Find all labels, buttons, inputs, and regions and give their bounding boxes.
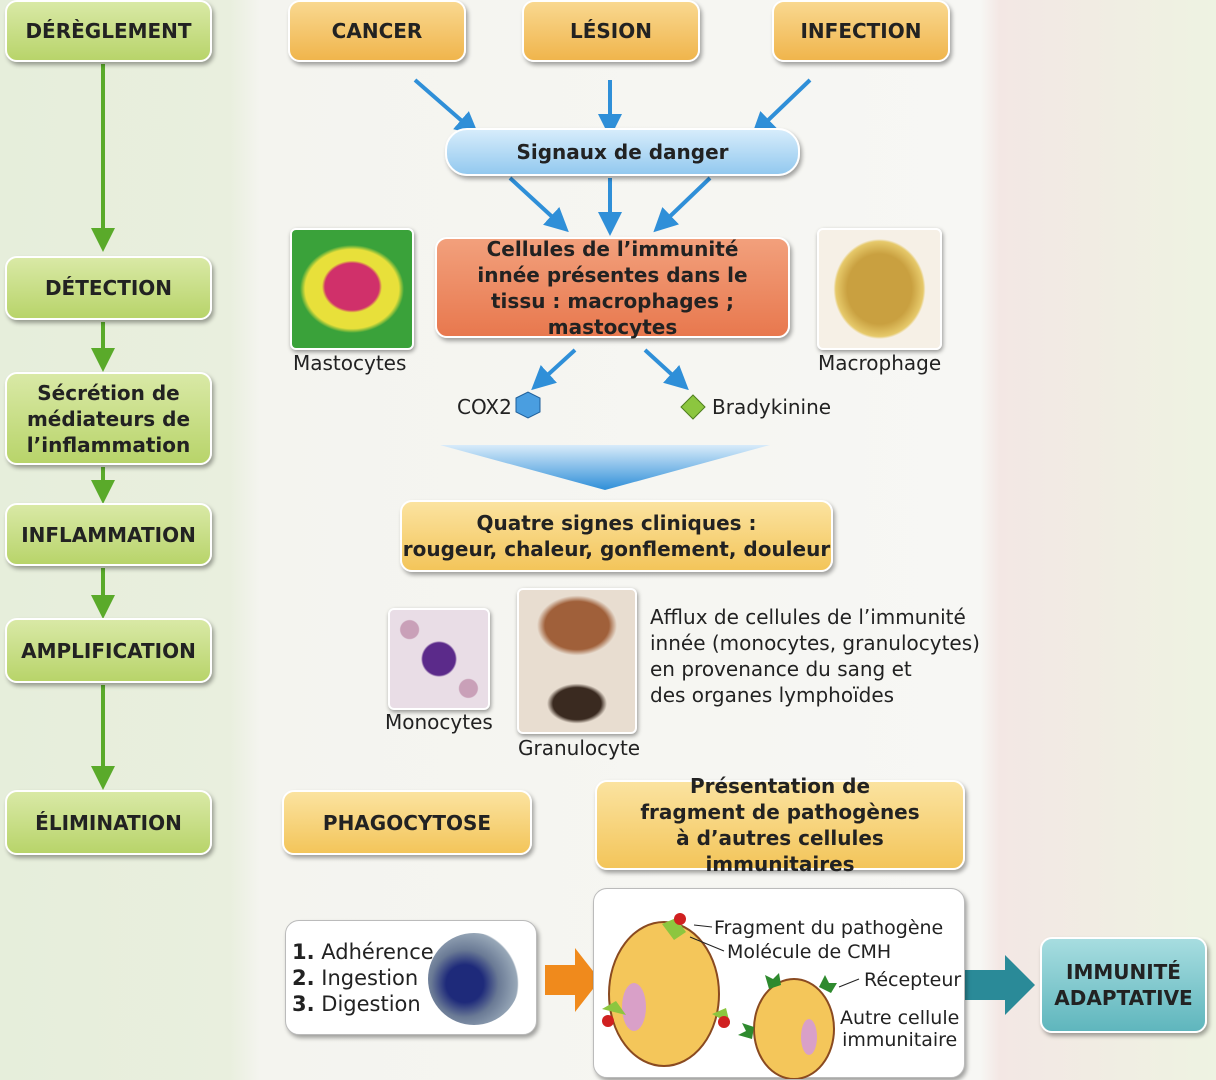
clinical-signs-box: Quatre signes cliniques : rougeur, chale… [400,500,833,572]
afflux-line: Afflux de cellules de l’immunité [650,605,966,629]
monocytes-label: Monocytes [385,710,493,734]
blue-arrow [413,78,480,136]
granulocyte-label: Granulocyte [518,736,641,760]
trigger-lesion: LÉSION [522,0,700,62]
phagocyte-image [428,933,520,1025]
cox2-hexagon-icon [515,391,541,419]
clinical-signs-list: rougeur, chaleur, gonflement, douleur [402,537,831,561]
bradykinine-diamond-icon [680,394,706,420]
step-secretion: Sécrétion de médiateurs de l’inflammatio… [5,372,212,465]
trigger-infection: INFECTION [772,0,950,62]
step-elimination: ÉLIMINATION [5,790,212,855]
step-ingestion: 2. Ingestion [292,965,419,990]
receptor [765,973,781,989]
innate-cells-box: Cellules de l’immunité innée présentes d… [435,237,790,339]
blue-arrow [508,176,569,233]
granulocyte-image [517,588,637,734]
macrophage-label: Macrophage [818,351,942,375]
monocytes-image [388,608,490,710]
cells-illustration [602,913,860,1079]
pathogen-fragment [674,913,686,925]
teal-arrow [965,955,1035,1015]
afflux-text: Afflux de cellules de l’immunité innée (… [650,604,980,708]
blue-arrow [643,348,689,391]
other-immune-cell [753,978,835,1079]
step-dereglement: DÉRÈGLEMENT [5,0,212,62]
afflux-line: des organes lymphoïdes [650,683,895,707]
trigger-cancer: CANCER [288,0,466,62]
big-down-arrow [440,445,770,490]
bradykinine-label: Bradykinine [712,395,832,419]
afflux-line: en provenance du sang et [650,657,912,681]
step-inflammation: INFLAMMATION [5,503,212,566]
step-amplification: AMPLIFICATION [5,618,212,683]
blue-arrow [531,348,577,391]
fragment-label: Fragment du pathogène [714,917,944,939]
recepteur-label: Récepteur [864,969,962,991]
step-adherence: 1. Adhérence [292,939,434,964]
afflux-line: innée (monocytes, granulocytes) [650,631,980,655]
step-detection: DÉTECTION [5,256,212,320]
blue-arrow [751,78,812,137]
mastocytes-label: Mastocytes [293,351,407,375]
danger-signals: Signaux de danger [445,128,800,176]
presentation-box: Présentation de fragment de pathogènes à… [595,774,965,876]
phagocytosis-steps-box: 1. Adhérence 2. Ingestion 3. Digestion [285,920,537,1035]
mastocytes-image [290,228,414,350]
phagocytose-box: PHAGOCYTOSE [282,790,532,855]
nucleus [622,983,646,1031]
orange-arrow [545,948,600,1012]
step-digestion: 3. Digestion [292,991,421,1016]
adaptive-immunity-box: IMMUNITÉ ADAPTATIVE [1040,937,1207,1033]
macrophage-image [817,228,942,350]
clinical-signs-title: Quatre signes cliniques : [476,511,757,535]
blue-arrow [653,176,712,233]
cmh-molecule [662,918,686,940]
cox2-label: COX2 [457,395,512,419]
cmh-label: Molécule de CMH [727,941,892,963]
presentation-panel: Fragment du pathogène Molécule de CMH Ré… [593,888,965,1079]
